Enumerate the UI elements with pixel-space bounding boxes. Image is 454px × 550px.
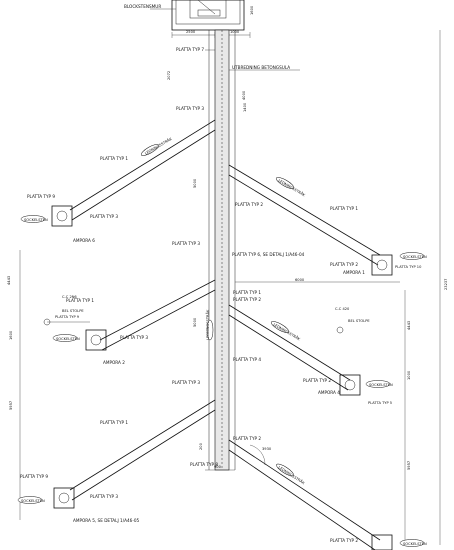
label-platta-typ-3-b: PLATTA TYP 3: [90, 214, 118, 219]
label-ampora-6: AMPORA 6: [73, 238, 95, 243]
label-platta-typ-2-b: PLATTA TYP 2: [330, 262, 358, 267]
dim-4443-left: 4443: [7, 276, 11, 285]
label-platta-typ-1-e: PLATTA TYP 1: [100, 420, 128, 425]
label-cc-right: C-C 420: [335, 307, 350, 311]
dim-23237: 23237: [444, 279, 448, 290]
branch-middle-left: PLATTA TYP 1 C-C 2N6 BEL STOLPE PLATTA T…: [43, 279, 216, 365]
dim-5957-left: 5957: [9, 401, 13, 410]
tag-sockelsten-c: SOCKELSTEN: [56, 337, 80, 341]
dim-1000-right: 1000: [407, 370, 411, 380]
label-ampora-2: AMPORA 2: [103, 360, 125, 365]
label-platta-typ-6-detail: PLATTA TYP 6, SE DETALJ 1/A46-04: [232, 252, 305, 257]
label-ampora-1: AMPORA 1: [343, 270, 365, 275]
branch-middle-right: LEDNINGSSTRÅK PLATTA TYP 4 C-C 420 BEL S…: [228, 304, 393, 405]
tag-ledningsstrak-a: LEDNINGSSTRÅK: [144, 136, 173, 156]
label-platta-typ-1-d: PLATTA TYP 1: [66, 298, 94, 303]
label-platta-typ-10: PLATTA TYP 10: [395, 265, 422, 269]
label-platta-typ-2-c: PLATTA TYP 2: [233, 297, 261, 302]
label-blockstensmur: BLOCKSTENSMUR: [124, 4, 161, 9]
label-platta-typ-1-b: PLATTA TYP 1: [330, 206, 358, 211]
label-platta-typ-3-e: PLATTA TYP 3: [172, 380, 200, 385]
label-platta-typ-9-a: PLATTA TYP 9: [27, 194, 55, 199]
tag-sockelsten-e: SOCKELSTEN: [21, 499, 45, 503]
dim-4443-right: 4443: [407, 321, 411, 330]
dim-5000-a: 5000: [193, 178, 197, 188]
label-platta-typ-2-d: PLATTA TYP 2: [303, 378, 331, 383]
central-path: [208, 29, 236, 471]
dim-1600: 1600: [250, 5, 254, 15]
label-platta-typ-2-f: PLATTA TYP 2: [330, 538, 358, 543]
label-platta-typ-4: PLATTA TYP 4: [233, 357, 261, 362]
tag-ledningsstrak-b: LEDNINGSSTRÅK: [277, 178, 306, 198]
branch-upper-right: LEDNINGSSTRÅK PLATTA TYP 1 PLATTA TYP 2 …: [228, 164, 427, 276]
tag-sockelsten-d: SOCKELSTEN: [369, 383, 393, 387]
tag-sockelsten-a: SOCKELSTEN: [24, 218, 48, 222]
dim-200: 200: [199, 442, 203, 450]
tag-sockelsten-b: SOCKELSTEN: [403, 255, 427, 259]
label-platta-typ-3-f: PLATTA TYP 3: [90, 494, 118, 499]
label-utbredning: UTBREDNING BETONGSULA: [232, 65, 290, 70]
label-platta-typ-2-e: PLATTA TYP 2: [233, 436, 261, 441]
dim-6000: 6000: [295, 278, 305, 282]
top-dims: 2500 1000 PLATTA TYP 7: [171, 30, 251, 52]
label-ampora-4: AMPORA 4: [318, 390, 340, 395]
label-platta-typ-8: PLATTA TYP 8: [190, 462, 218, 467]
dim-4000-top: 4000: [242, 90, 246, 100]
label-platta-typ-3-c: PLATTA TYP 3: [172, 241, 200, 246]
label-platta-typ-5: PLATTA TYP 5: [368, 401, 392, 405]
dim-900: 900: [214, 465, 222, 469]
label-platta-typ-1-a: PLATTA TYP 1: [100, 156, 128, 161]
tag-ledningsstrak-vertical: LEDNINGSSTRÅK: [205, 309, 210, 340]
label-platta-typ-3-d: PLATTA TYP 3: [120, 335, 148, 340]
dim-2072: 2072: [167, 71, 171, 80]
tag-ledningsstrak-c: LEDNINGSSTRÅK: [272, 322, 301, 342]
dim-3930: 3930: [262, 447, 272, 451]
dim-5000-b: 5000: [193, 317, 197, 327]
label-platta-typ-1-c: PLATTA TYP 1: [233, 290, 261, 295]
branch-upper-left: PLATTA TYP 3 PLATTA TYP 1 LEDNINGSSTRÅK …: [20, 106, 216, 243]
dim-5957-right: 5957: [407, 461, 411, 470]
label-bel-stolpe-a: BEL STOLPE: [62, 309, 84, 313]
label-platta-typ-9-c: PLATTA TYP 9: [20, 474, 48, 479]
label-platta-typ-3-a: PLATTA TYP 3: [176, 106, 204, 111]
label-ampora-5-detail: AMPORA 5, SE DETALJ 1/A46-05: [73, 518, 140, 523]
branch-lower-left: PLATTA TYP 1 PLATTA TYP 9 SOCKELSTEN PLA…: [17, 399, 216, 523]
label-cc-left: C-C 2N6: [62, 295, 77, 299]
label-platta-typ-9-b: PLATTA TYP 9: [55, 315, 80, 319]
label-platta-typ-7: PLATTA TYP 7: [176, 47, 204, 52]
dim-1400: 1400: [243, 102, 247, 112]
label-platta-typ-2-a: PLATTA TYP 2: [235, 202, 263, 207]
tag-sockelsten-f: SOCKELSTEN: [403, 542, 427, 546]
dim-1600-left: 1600: [9, 330, 13, 340]
building-block: BLOCKSTENSMUR 1600: [124, 0, 254, 31]
label-bel-stolpe-b: BEL STOLPE: [348, 319, 370, 323]
dim-2500: 2500: [186, 30, 196, 34]
